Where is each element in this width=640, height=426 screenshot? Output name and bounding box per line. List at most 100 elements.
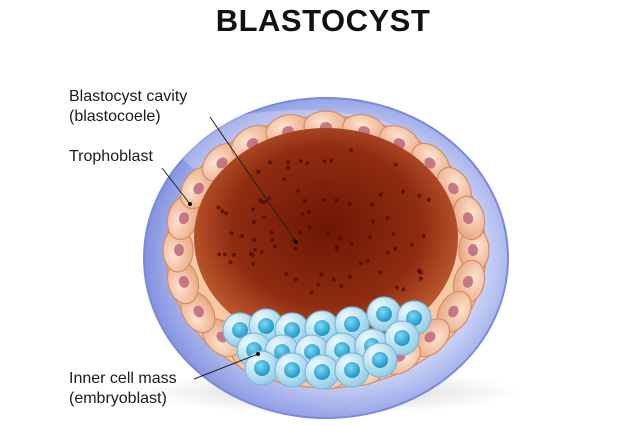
trophoblast-nucleus bbox=[174, 244, 184, 256]
cavity-granule bbox=[300, 211, 305, 216]
cavity-granule bbox=[222, 252, 227, 257]
icm-nucleus bbox=[344, 362, 360, 378]
cavity-granule bbox=[316, 282, 321, 287]
cavity-granule bbox=[401, 189, 406, 194]
trophoblast-nucleus bbox=[216, 157, 228, 169]
icm-nucleus bbox=[284, 322, 300, 338]
label-icm-line2: (embryoblast) bbox=[69, 390, 167, 407]
cavity-granule bbox=[252, 237, 257, 242]
icm-nucleus bbox=[314, 364, 330, 380]
inner-cell-mass bbox=[222, 296, 432, 390]
cavity-granule bbox=[293, 246, 298, 251]
icm-nucleus bbox=[284, 362, 300, 378]
trophoblast-nucleus bbox=[448, 182, 459, 195]
trophoblast-nucleus bbox=[178, 275, 190, 288]
cavity-granule bbox=[417, 268, 422, 273]
icm-cell bbox=[274, 352, 310, 388]
cavity-granule bbox=[358, 261, 363, 266]
icm-nucleus bbox=[344, 316, 360, 332]
cavity-granule bbox=[319, 272, 324, 277]
label-trophoblast: Trophoblast bbox=[69, 148, 153, 165]
cavity-granule bbox=[252, 219, 257, 224]
cavity-granule bbox=[284, 271, 289, 276]
cavity-granule bbox=[409, 242, 414, 247]
icm-nucleus bbox=[376, 306, 392, 322]
cavity-granule bbox=[322, 198, 327, 202]
cavity-granule bbox=[307, 225, 312, 230]
trophoblast-nucleus bbox=[448, 305, 459, 318]
cavity-granule bbox=[263, 199, 267, 204]
icm-cell bbox=[304, 354, 340, 390]
cavity-granule bbox=[421, 234, 426, 239]
cavity-granule bbox=[378, 192, 383, 197]
cavity-granule bbox=[224, 211, 229, 216]
icm-cell bbox=[244, 350, 280, 386]
cavity-granule bbox=[334, 198, 339, 203]
leader-trophoblast bbox=[161, 167, 191, 205]
diagram-title: BLASTOCYST bbox=[216, 3, 431, 38]
cavity-granule bbox=[239, 234, 244, 238]
icm-nucleus bbox=[254, 360, 270, 376]
label-cavity-line1: Blastocyst cavity bbox=[69, 88, 187, 105]
cavity-granule bbox=[338, 236, 343, 241]
cavity-granule bbox=[349, 241, 354, 246]
cavity-granule bbox=[220, 209, 225, 214]
trophoblast-nucleus bbox=[193, 305, 204, 318]
trophoblast-nucleus bbox=[178, 212, 190, 225]
cavity-granule bbox=[370, 202, 374, 207]
cavity-granule bbox=[371, 219, 375, 224]
cavity-granule bbox=[339, 284, 344, 288]
cavity-granule bbox=[269, 230, 274, 235]
cavity-granule bbox=[282, 177, 287, 181]
icm-nucleus bbox=[314, 320, 330, 336]
cavity-granule bbox=[401, 287, 406, 292]
cavity-granule bbox=[256, 169, 261, 174]
cavity-granule bbox=[258, 198, 263, 203]
cavity-granule bbox=[385, 250, 390, 255]
cavity-granule bbox=[259, 250, 264, 255]
trophoblast-nucleus bbox=[424, 157, 436, 169]
cavity-granule bbox=[295, 188, 300, 193]
leader-cavity bbox=[209, 116, 297, 243]
cavity-granule bbox=[393, 246, 397, 251]
trophoblast-nucleus bbox=[193, 182, 204, 195]
cavity-granule bbox=[309, 290, 314, 295]
cavity-granules bbox=[216, 147, 431, 295]
cavity-granule bbox=[272, 244, 277, 249]
icm-nucleus bbox=[394, 330, 410, 346]
leader-icm bbox=[193, 353, 259, 380]
icm-cell bbox=[384, 320, 420, 356]
cavity-granule bbox=[348, 274, 353, 279]
cavity-granule bbox=[286, 165, 290, 170]
icm-cell bbox=[362, 342, 398, 378]
cavity-granule bbox=[228, 260, 233, 265]
cavity-granule bbox=[334, 244, 339, 249]
cavity-granule bbox=[417, 193, 422, 198]
cavity-granule bbox=[216, 205, 221, 210]
cavity-granule bbox=[253, 247, 257, 252]
cavity-granule bbox=[349, 147, 353, 152]
label-icm-line1: Inner cell mass bbox=[69, 370, 177, 387]
cavity-granule bbox=[250, 253, 255, 258]
cavity-granule bbox=[302, 199, 307, 204]
cavity-granule bbox=[325, 232, 330, 237]
cavity-granule bbox=[331, 277, 336, 282]
cavity-granule bbox=[299, 159, 303, 163]
icm-nucleus bbox=[406, 310, 422, 326]
cavity-granule bbox=[378, 270, 383, 275]
cavity-granule bbox=[305, 161, 310, 165]
cavity-granule bbox=[391, 232, 396, 237]
icm-cell bbox=[334, 352, 370, 388]
cavity-granule bbox=[267, 196, 272, 201]
cavity-granule bbox=[294, 277, 298, 282]
icm-nucleus bbox=[372, 352, 388, 368]
cavity-granule bbox=[270, 237, 275, 242]
cavity-granule bbox=[394, 285, 399, 290]
cavity-granule bbox=[251, 207, 256, 212]
cavity-granule bbox=[418, 276, 423, 281]
cavity-granule bbox=[329, 158, 334, 163]
trophoblast-nucleus bbox=[462, 212, 474, 225]
cavity-granule bbox=[231, 252, 236, 257]
cavity-granule bbox=[286, 160, 291, 165]
